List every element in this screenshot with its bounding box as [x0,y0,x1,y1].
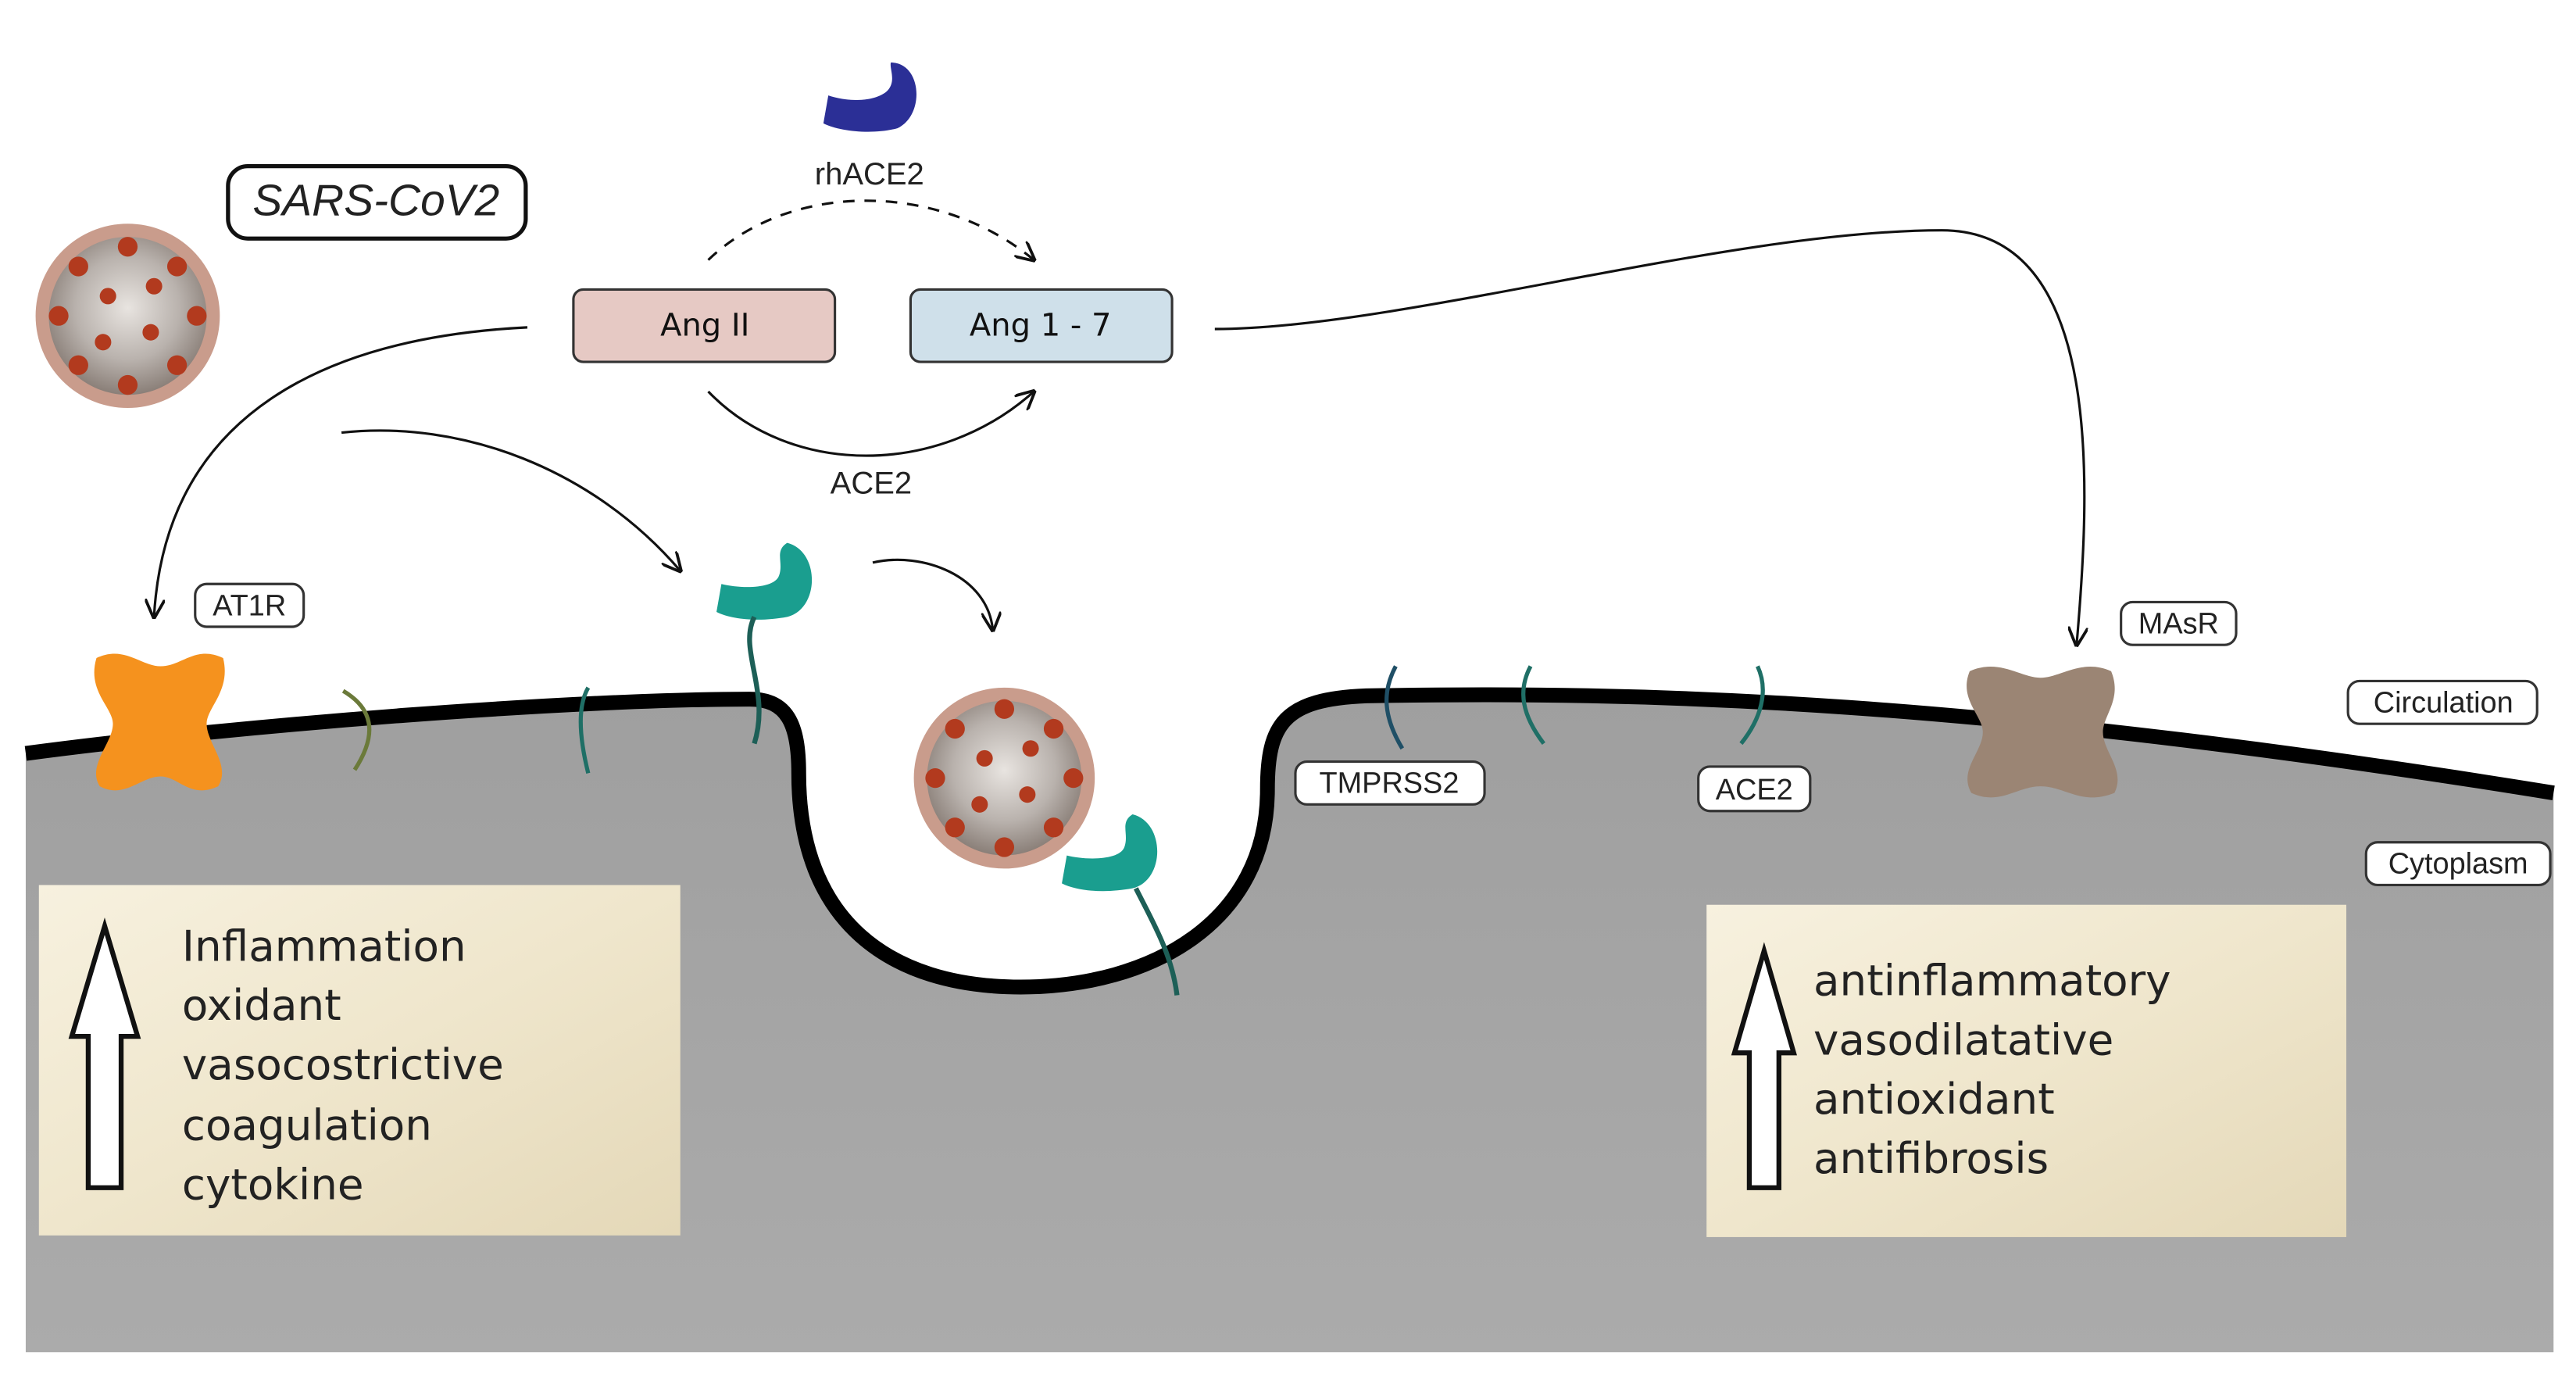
ang17-label: Ang 1 - 7 [970,307,1112,343]
right-effect-item: antinflammatory [1813,955,2170,1005]
virus-icon [35,224,220,409]
right-effects-box [1706,904,2347,1237]
virus-label-box [226,163,528,241]
right-effect-item: antioxidant [1813,1074,2055,1124]
at1r-receptor-icon [94,653,225,791]
ace2-enzyme-label: ACE2 [831,466,912,500]
endocytosis-arrow [872,558,993,630]
left-effects-list: Inflammation oxidant vasocostrictive coa… [182,921,504,1209]
right-effect-item: antifibrosis [1813,1133,2049,1183]
ang2-box[interactable] [572,288,837,363]
tmprss2-label: TMPRSS2 [1320,767,1459,800]
cytoplasm-label-box [2364,841,2552,887]
ang17-to-masr-arrow [1214,229,2085,645]
right-effects-list: antinflammatory vasodilatative antioxida… [1813,955,2170,1182]
ace2-receptor-pit-icon [1062,814,1180,996]
ace2-receptor-icon [716,542,813,745]
ang2-to-at1r-arrow [154,326,528,617]
up-arrow-icon [1731,942,1797,1190]
virus-label: SARS-CoV2 [252,177,499,226]
ang17-box[interactable] [909,288,1174,363]
virus-to-ace2-arrow [341,429,681,571]
rhace2-conversion-arrow [707,199,1034,260]
tmprss2-label-box [1294,760,1486,806]
rhace2-label: rhACE2 [815,157,924,191]
left-effect-item: cytokine [182,1160,364,1210]
left-effect-item: coagulation [182,1100,432,1150]
at1r-label: AT1R [213,589,286,622]
membrane-filaments [341,665,1765,774]
left-effects-box [38,885,681,1236]
ang2-label: Ang II [660,307,749,343]
ace2-membrane-label: ACE2 [1716,774,1793,807]
left-effect-item: oxidant [182,980,341,1030]
right-effect-item: vasodilatative [1813,1014,2113,1064]
cytoplasm-label: Cytoplasm [2388,848,2528,881]
ace2-membrane-label-box [1697,765,1812,813]
up-arrow-icon [68,917,141,1190]
left-effect-item: vasocostrictive [182,1039,504,1089]
virus-in-pit-icon [913,687,1095,869]
masr-label-box [2120,600,2238,646]
masr-receptor-icon [1967,667,2118,798]
ace2-conversion-arrow [707,392,1034,457]
circulation-label: Circulation [2374,686,2513,719]
rhace2-icon [823,62,916,132]
circulation-label-box [2346,679,2538,725]
masr-label: MAsR [2138,607,2219,640]
left-effect-item: Inflammation [182,921,466,971]
at1r-label-box [194,582,305,628]
cell-membrane [24,687,2555,995]
